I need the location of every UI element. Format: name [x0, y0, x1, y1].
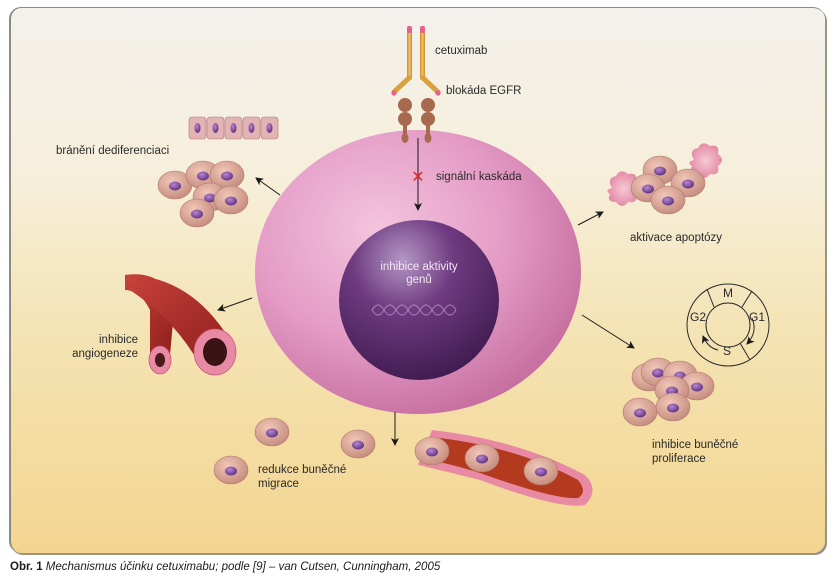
- cell-nucleus: [339, 220, 499, 380]
- differentiated-cells-icon: [188, 116, 279, 140]
- inhibition-x-icon: ✕: [411, 169, 424, 186]
- caption-text: Mechanismus účinku cetuximabu; podle [9]…: [42, 561, 441, 573]
- label-egfr-blockade: blokáda EGFR: [446, 85, 522, 97]
- blood-vessel-angiogenesis-icon: [125, 274, 237, 376]
- phase-s: S: [723, 344, 731, 358]
- label-migration: redukce buněčné migrace: [258, 463, 346, 491]
- arrow-dedifferentiation: [255, 177, 281, 196]
- label-proliferation: inhibice buněčné proliferace: [652, 438, 738, 466]
- label-angiogenesis-line1: inhibice: [99, 334, 138, 346]
- egfr-receptor-icon: [398, 98, 435, 143]
- label-apoptosis: aktivace apoptózy: [630, 232, 723, 244]
- label-dedifferentiation: bránění dediferenciaci: [56, 145, 170, 157]
- label-cetuximab: cetuximab: [435, 45, 488, 57]
- dna-helix-icon: [371, 304, 457, 316]
- label-proliferation-line1: inhibice buněčné: [652, 439, 739, 451]
- cell-cycle-icon: [686, 283, 770, 367]
- label-signal-cascade: signální kaskáda: [436, 171, 522, 183]
- cell-cluster-dedifferentiation: [157, 160, 249, 228]
- apoptotic-cells-icon: [607, 143, 722, 215]
- figure-caption: Obr. 1 Mechanismus účinku cetuximabu; po…: [10, 561, 440, 573]
- cell-cluster-proliferation: [622, 357, 715, 427]
- caption-prefix: Obr. 1: [10, 561, 43, 573]
- cetuximab-antibody-icon: [391, 26, 441, 96]
- phase-g2: G2: [690, 310, 706, 324]
- label-proliferation-line2: proliferace: [652, 453, 706, 465]
- label-migration-line1: redukce buněčné: [258, 464, 347, 476]
- phase-g1: G1: [749, 310, 765, 324]
- arrow-proliferation: [581, 314, 635, 349]
- label-gene-inhibition: inhibice aktivity genů: [359, 261, 479, 287]
- label-migration-line2: migrace: [258, 478, 299, 490]
- label-angiogenesis-line2: angiogeneze: [72, 348, 138, 360]
- blood-vessel-migration-icon: [414, 430, 593, 506]
- label-angiogenesis: inhibice angiogeneze: [60, 333, 138, 361]
- label-gene-inhibition-line2: genů: [406, 274, 432, 286]
- label-gene-inhibition-line1: inhibice aktivity: [380, 261, 458, 273]
- arrow-apoptosis: [577, 211, 604, 226]
- phase-m: M: [723, 286, 733, 300]
- arrow-angiogenesis: [217, 297, 253, 312]
